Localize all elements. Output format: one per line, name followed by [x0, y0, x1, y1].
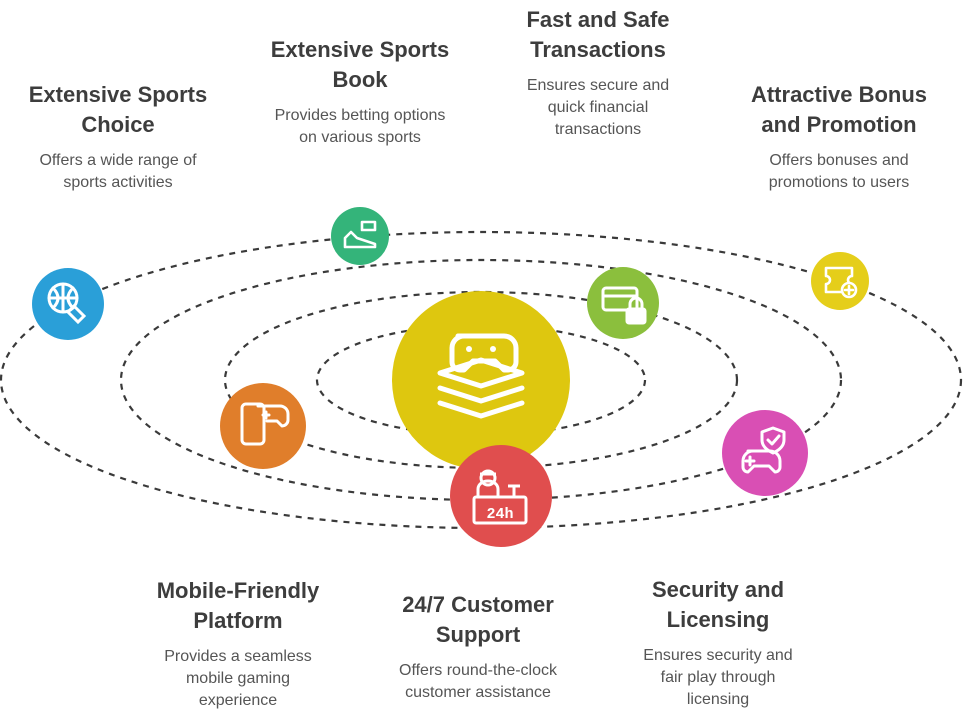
- transactions-title: Fast and Safe Transactions: [526, 7, 670, 62]
- orbit-ring-2: [223, 290, 739, 470]
- sports-choice-title: Extensive Sports Choice: [28, 82, 208, 137]
- support-title: 24/7 Customer Support: [402, 592, 554, 647]
- bonus-circle: [811, 252, 869, 310]
- security-desc: Ensures security and fair play through l…: [643, 647, 793, 708]
- transactions-desc: Ensures secure and quick financial trans…: [526, 77, 670, 138]
- center-circle: [392, 291, 570, 469]
- label-support: 24/7 Customer Support Offers round-the-c…: [373, 590, 583, 704]
- support-node[interactable]: 24h: [450, 445, 552, 547]
- label-transactions: Fast and Safe Transactions Ensures secur…: [498, 5, 698, 141]
- sports-book-node[interactable]: [331, 207, 389, 265]
- support-desk-icon: [472, 469, 528, 525]
- sports-book-circle: [331, 207, 389, 265]
- phone-gamepad-icon: [240, 402, 290, 446]
- sports-choice-circle: [32, 268, 104, 340]
- bonus-title: Attractive Bonus and Promotion: [750, 82, 928, 137]
- transactions-circle: [587, 267, 659, 339]
- ticket-plus-icon: [824, 266, 858, 299]
- mobile-node[interactable]: [220, 383, 306, 469]
- bonus-desc: Offers bonuses and promotions to users: [768, 152, 910, 191]
- label-bonus: Attractive Bonus and Promotion Offers bo…: [733, 80, 945, 194]
- transactions-node[interactable]: [587, 267, 659, 339]
- security-title: Security and Licensing: [651, 577, 785, 632]
- bonus-node[interactable]: [811, 252, 869, 310]
- label-mobile: Mobile-Friendly Platform Provides a seam…: [138, 576, 338, 712]
- label-sports-choice: Extensive Sports Choice Offers a wide ra…: [13, 80, 223, 194]
- security-circle: [722, 410, 808, 496]
- sports-choice-node[interactable]: [32, 268, 104, 340]
- gamepad-stack-icon: [437, 333, 525, 419]
- gamepad-shield-icon: [741, 426, 786, 474]
- mobile-title: Mobile-Friendly Platform: [156, 578, 320, 633]
- support-desc: Offers round-the-clock customer assistan…: [399, 662, 557, 701]
- sneaker-ticket-icon: [343, 220, 377, 249]
- card-lock-icon: [601, 286, 647, 325]
- sports-choice-desc: Offers a wide range of sports activities: [39, 152, 197, 191]
- support-badge-text: 24h: [486, 506, 513, 523]
- security-node[interactable]: [722, 410, 808, 496]
- label-sports-book: Extensive Sports Book Provides betting o…: [250, 35, 470, 149]
- basketball-ticket-icon: [47, 282, 87, 325]
- sports-book-title: Extensive Sports Book: [270, 37, 450, 92]
- sports-book-desc: Provides betting options on various spor…: [274, 107, 446, 146]
- mobile-desc: Provides a seamless mobile gaming experi…: [164, 648, 312, 709]
- label-security: Security and Licensing Ensures security …: [618, 575, 818, 711]
- center-hub: [392, 291, 570, 469]
